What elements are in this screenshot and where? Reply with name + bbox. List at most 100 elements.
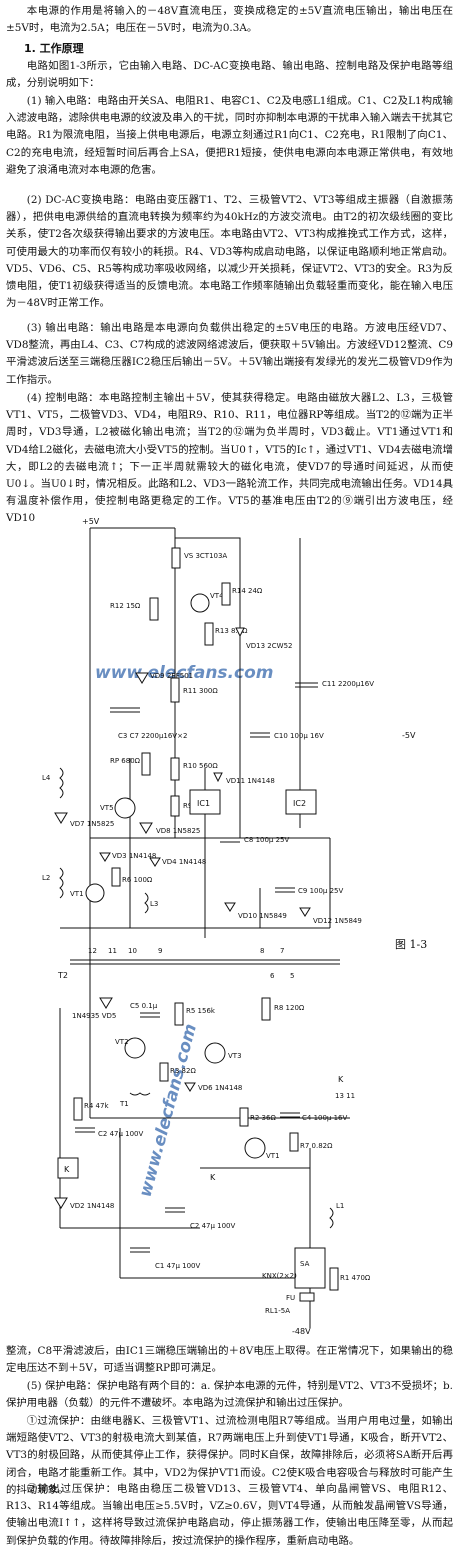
- l4-symbol: [59, 767, 64, 799]
- label-c11: C11 2200μ16V: [322, 680, 374, 688]
- label-r7: R7 0.82Ω: [300, 1142, 333, 1150]
- label-vd4: VD4 1N4148: [162, 858, 206, 866]
- label-l1: L1: [336, 1202, 344, 1210]
- c5-symbol: [140, 1012, 160, 1018]
- vd6-symbol: [184, 1082, 196, 1092]
- label-fu: FU: [286, 1294, 295, 1302]
- label-vd11: VD11 1N4148: [226, 777, 275, 785]
- label-ic2: IC2: [293, 799, 306, 808]
- label-k-small: K: [210, 1173, 216, 1182]
- protection-paragraph: (5) 保护电路：保护电路有两个目的：a. 保护本电源的元件，特别是VT2、VT…: [6, 1380, 453, 1410]
- r12-symbol: [149, 597, 159, 621]
- pin-7: 7: [280, 947, 284, 955]
- control-paragraph: (4) 控制电路：本电路控制主输出＋5V，使其获得稳定。电路由磁放大器L2、L3…: [6, 392, 453, 525]
- c2top-symbol: [75, 1127, 95, 1133]
- label-r3: R3 82Ω: [170, 1067, 196, 1075]
- pin-6: 6: [270, 972, 275, 980]
- label-vs: VS 3CT103A: [184, 552, 227, 560]
- r13-symbol: [204, 622, 214, 646]
- fu-symbol: [299, 1292, 315, 1302]
- label-minus48v: -48V: [292, 1327, 311, 1336]
- vt1-control-symbol: [85, 883, 105, 903]
- label-r6: R6 100Ω: [122, 876, 153, 884]
- r2-symbol: [239, 1107, 249, 1127]
- label-c1: C1 47μ 100V: [155, 1262, 201, 1270]
- ic1-symbol: [189, 789, 221, 815]
- label-r8: R8 120Ω: [274, 1004, 305, 1012]
- pin-5: 5: [290, 972, 294, 980]
- pin-9: 9: [158, 947, 162, 955]
- label-sa: SA: [300, 1260, 310, 1268]
- k-coil-symbol: [57, 1157, 79, 1179]
- overvoltage-paragraph: ②输出过压保护：电路由稳压二极管VD13、三极管VT4、单向晶闸管VS、电阻R1…: [6, 1483, 453, 1547]
- label-vd5: 1N4935 VD5: [72, 1012, 116, 1020]
- rp-symbol: [141, 752, 151, 776]
- vd3-symbol: [99, 852, 111, 862]
- label-c8: C8 100μ 25V: [244, 836, 290, 844]
- label-r14: R14 24Ω: [232, 587, 263, 595]
- c3c7-symbol: [110, 707, 140, 713]
- label-r1: R1 470Ω: [340, 1274, 371, 1282]
- label-vd10: VD10 1N5849: [238, 912, 287, 920]
- r10-symbol: [170, 757, 180, 781]
- section-heading: 1. 工作原理: [24, 42, 84, 55]
- label-vd3: VD3 1N4148: [112, 852, 156, 860]
- vd13-symbol: [235, 627, 245, 638]
- input-circuit-paragraph: (1) 输入电路：电路由开关SA、电阻R1、电容C1、C2及电感L1组成。C1、…: [6, 95, 453, 176]
- label-r11: R11 300Ω: [183, 687, 218, 695]
- label-vt3: VT3: [228, 1052, 242, 1060]
- c8-symbol: [220, 837, 240, 843]
- c4-symbol: [280, 1112, 300, 1118]
- label-t2: T2: [57, 971, 68, 980]
- label-pins-k: 13 11: [335, 1092, 355, 1100]
- r14-symbol: [221, 582, 231, 606]
- label-c2top: C2 47μ 100V: [98, 1130, 144, 1138]
- label-knx: KNX(2×2): [262, 1272, 297, 1280]
- label-vd9: VD9 2EF501: [150, 672, 193, 680]
- vt3-symbol: [204, 1042, 226, 1064]
- c10-symbol: [250, 732, 270, 738]
- label-rp: RP 680Ω: [110, 757, 141, 765]
- c1-symbol: [130, 1247, 150, 1253]
- vd4-symbol: [149, 857, 161, 867]
- r1-symbol: [329, 1267, 339, 1291]
- label-vd7: VD7 1N5825: [70, 820, 114, 828]
- overview-paragraph: 电路如图1-3所示，它由输入电路、DC-AC变换电路、输出电路、控制电路及保护电…: [6, 60, 453, 90]
- label-c5: C5 0.1μ: [130, 1002, 158, 1010]
- c2-symbol: [165, 1207, 185, 1213]
- label-vd2: VD2 1N4148: [70, 1202, 114, 1210]
- label-vt1a: VT1: [70, 890, 84, 898]
- label-k-contact: K: [338, 1075, 344, 1084]
- pin-8: 8: [260, 947, 264, 955]
- knx-switch-symbol: [294, 1247, 326, 1289]
- r8-symbol: [261, 997, 271, 1021]
- overcurrent-paragraph: ①过流保护：由继电器K、三极管VT1、过流检测电阻R7等组成。当用户用电过量，如…: [6, 1415, 453, 1496]
- label-rl: RL1-5A: [265, 1307, 290, 1315]
- vd12-symbol: [299, 907, 311, 917]
- label-l4: L4: [42, 774, 51, 782]
- vd9-symbol: [135, 672, 149, 684]
- vd11-symbol: [213, 772, 223, 783]
- l2-symbol: [59, 867, 64, 899]
- vd8-symbol: [139, 822, 153, 834]
- intro-paragraph: 本电源的作用是将输入的－48V直流电压，变换成稳定的±5V直流电压输出，输出电压…: [6, 5, 453, 35]
- r4-symbol: [73, 1097, 83, 1121]
- pin-11: 11: [108, 947, 117, 955]
- label-vt1b: VT1: [266, 1152, 280, 1160]
- vt5-symbol: [114, 797, 136, 819]
- ic2-symbol: [285, 789, 317, 815]
- label-ic1: IC1: [197, 799, 210, 808]
- l1-symbol: [329, 1207, 334, 1229]
- label-r5: R5 156k: [186, 1007, 216, 1015]
- label-r2: R2 36Ω: [250, 1114, 276, 1122]
- pin-10: 10: [128, 947, 137, 955]
- label-t1: T1: [119, 1100, 129, 1108]
- c11-symbol: [295, 682, 318, 688]
- label-vt2: VT2: [115, 1038, 129, 1046]
- label-k-coil: K: [64, 1165, 70, 1174]
- label-r13: R13 8.2Ω: [215, 627, 248, 635]
- l3-symbol: [144, 892, 149, 914]
- pin-12: 12: [88, 947, 97, 955]
- continuation-paragraph: 整流，C8平滑滤波后，由IC1三端稳压端输出的＋8V电压上取得。在正常情况下，如…: [6, 1345, 453, 1375]
- label-vt4: VT4: [210, 592, 224, 600]
